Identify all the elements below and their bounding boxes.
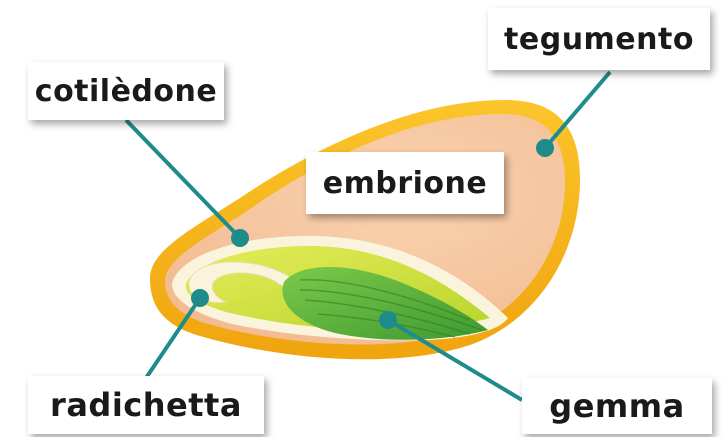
leader-cotiledone xyxy=(126,120,240,238)
dot-radichetta xyxy=(193,291,207,305)
dot-cotiledone xyxy=(233,231,247,245)
leader-tegumento xyxy=(545,72,610,148)
label-embrione: embrione xyxy=(306,152,504,214)
dot-tegumento xyxy=(538,141,552,155)
label-tegumento: tegumento xyxy=(488,8,710,70)
label-cotiledone: cotilèdone xyxy=(28,62,224,120)
label-gemma: gemma xyxy=(522,378,712,434)
label-radichetta: radichetta xyxy=(28,376,264,434)
dot-gemma xyxy=(381,313,395,327)
